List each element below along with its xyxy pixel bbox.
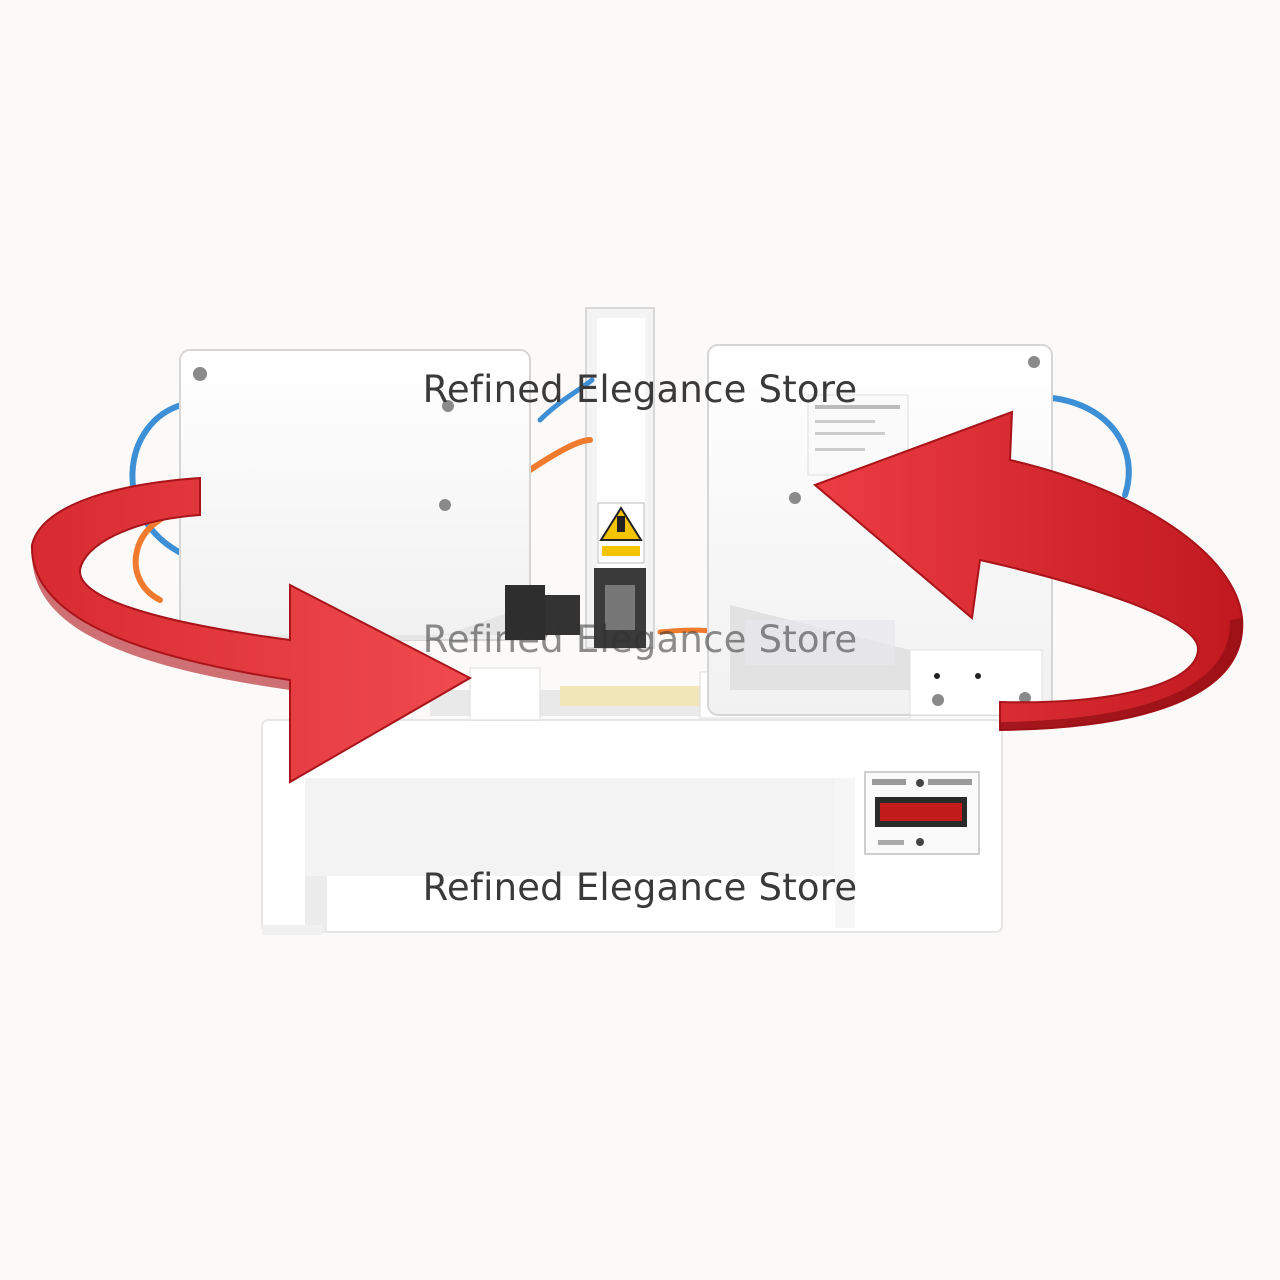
store-watermark-middle: Refined Elegance Store [422, 618, 858, 661]
left-arrow-icon [30, 476, 473, 784]
machine-base [261, 719, 1003, 935]
counter-panel [864, 771, 980, 855]
store-watermark-top: Refined Elegance Store [422, 368, 858, 411]
right-arrow-icon [813, 410, 1244, 732]
store-watermark-bottom: Refined Elegance Store [422, 866, 858, 909]
press-column [585, 307, 655, 649]
warning-label-icon [597, 502, 645, 564]
